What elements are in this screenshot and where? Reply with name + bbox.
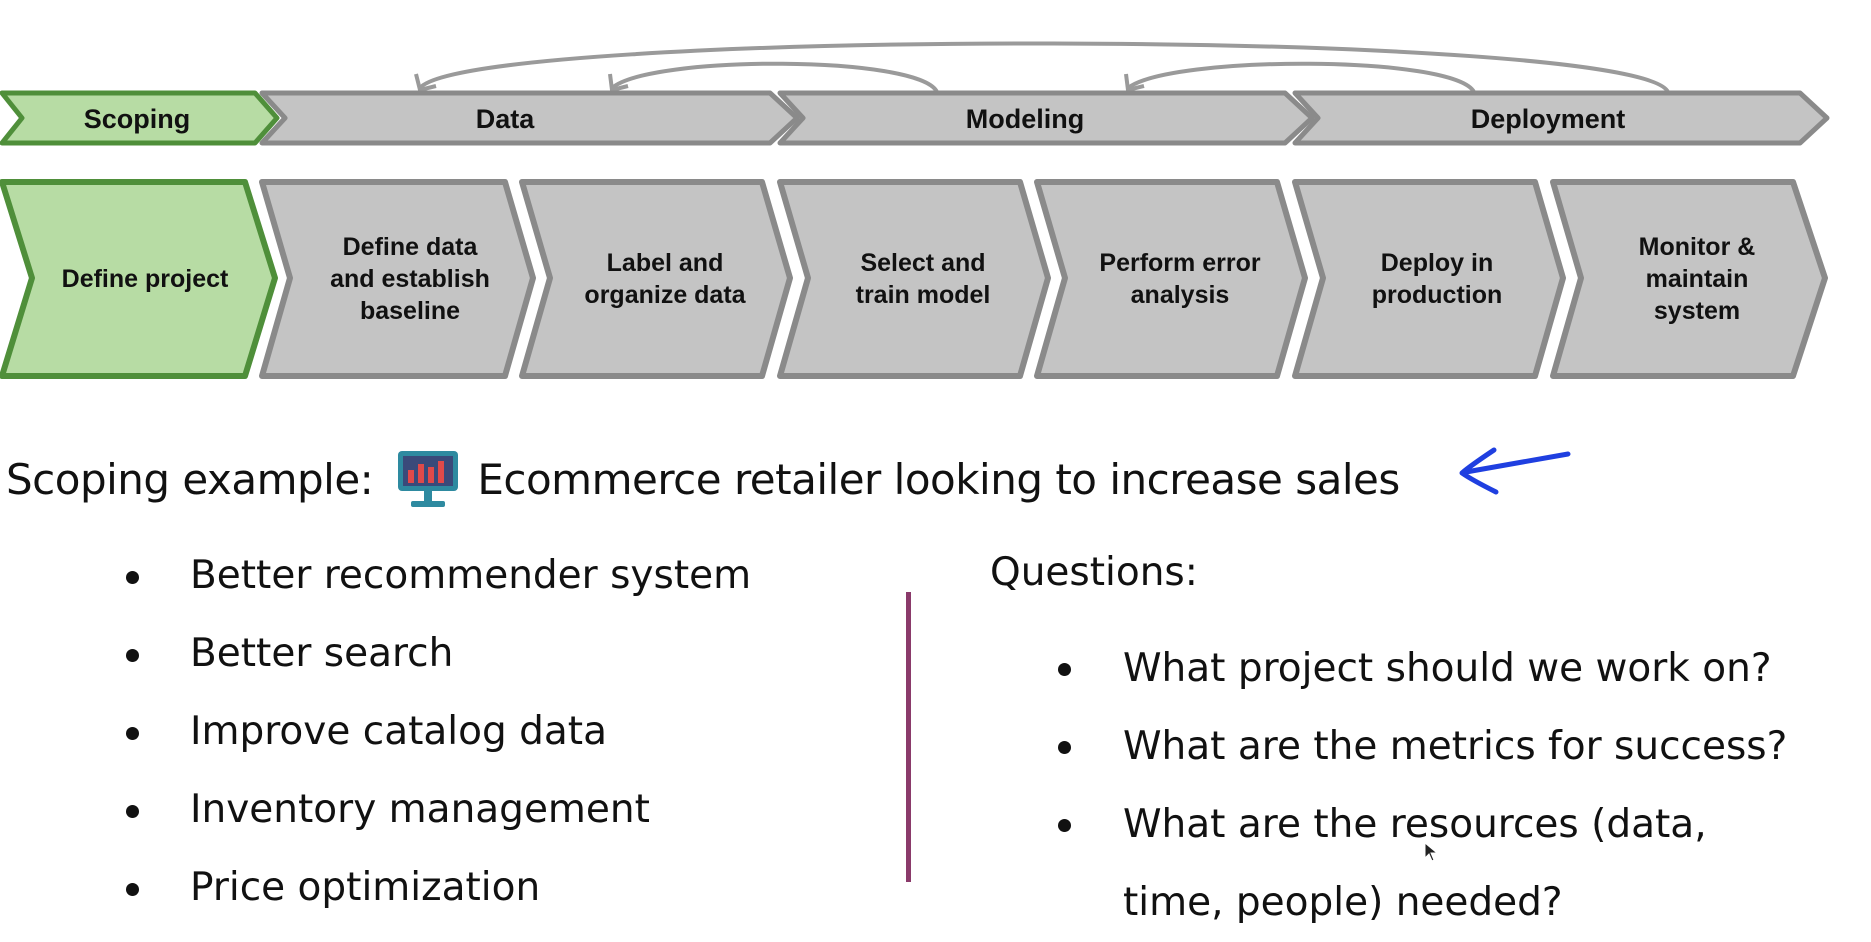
arrowhead-data-2 [608, 73, 629, 93]
phase-scoping-shape [0, 90, 280, 146]
step-label-line: baseline [360, 297, 460, 325]
questions-list: What project should we work on? What are… [1056, 630, 1816, 942]
phase-data-label: Data [476, 104, 536, 134]
list-item: Better search [120, 626, 751, 704]
list-item: Inventory management [120, 782, 751, 860]
vertical-divider [906, 592, 911, 882]
step-label-line: and establish [330, 265, 490, 293]
step-define-project-shape [0, 179, 278, 379]
arrowhead-modeling [1124, 73, 1145, 93]
phase-modeling-shape [777, 90, 1315, 146]
step-define-data-label: Define data and establish baseline [330, 233, 490, 325]
handwritten-arrow-icon [1459, 447, 1571, 495]
scoping-example: Scoping example: Ecommerce retailer look… [6, 444, 1400, 514]
step-label-line: Perform error [1099, 249, 1260, 277]
step-define-data-shape [259, 179, 536, 379]
questions-title: Questions: [990, 550, 1198, 595]
mouse-cursor-icon [1424, 842, 1438, 862]
step-label-data-shape [519, 179, 793, 379]
step-row: Define project Define data and establish b… [0, 179, 1828, 379]
phase-row: Scoping Data Modeling Deployment [0, 90, 1830, 146]
step-error-analysis-shape [1034, 179, 1308, 379]
step-monitor-shape [1550, 179, 1828, 379]
step-label-line: train model [856, 281, 991, 309]
step-label-line: Monitor & [1639, 233, 1756, 261]
list-item: What project should we work on? [1056, 630, 1816, 708]
list-item: What are the metrics for success? [1056, 708, 1816, 786]
list-item: What are the resources (data, time, peop… [1056, 786, 1816, 942]
phase-data-shape [259, 90, 800, 146]
project-ideas-list: Better recommender system Better search … [120, 548, 751, 938]
list-item: Improve catalog data [120, 704, 751, 782]
step-deploy-shape [1292, 179, 1566, 379]
phase-deployment-label: Deployment [1471, 104, 1626, 134]
arrowhead-data-1 [414, 73, 437, 93]
step-monitor-label: Monitor & maintain system [1639, 233, 1756, 325]
step-label-line: production [1372, 281, 1503, 309]
step-label-line: Deploy in [1381, 249, 1494, 277]
step-label-line: maintain [1646, 265, 1749, 293]
phase-deployment-shape [1292, 90, 1830, 146]
step-label-line: analysis [1131, 281, 1230, 309]
loop-arrow-deployment-to-modeling [1126, 61, 1476, 94]
phase-modeling-label: Modeling [966, 104, 1084, 134]
step-label-line: Define project [62, 265, 229, 293]
scoping-example-text: Ecommerce retailer looking to increase s… [477, 454, 1400, 504]
loop-arrow-modeling-to-data [610, 61, 939, 94]
ml-lifecycle-diagram: Scoping Data Modeling Deployment Define … [0, 41, 1830, 379]
step-train-model-shape [777, 179, 1051, 379]
step-label-line: Select and [860, 249, 985, 277]
list-item: Better recommender system [120, 548, 751, 626]
list-item: Price optimization [120, 860, 751, 938]
phase-scoping-label: Scoping [84, 104, 191, 134]
scoping-example-label: Scoping example: [6, 454, 374, 504]
step-error-analysis-label: Perform error analysis [1099, 249, 1260, 309]
step-label-line: Define data [343, 233, 479, 261]
feedback-loop-arrows [414, 41, 1670, 94]
loop-arrow-deployment-to-data [418, 41, 1670, 94]
step-define-project-label: Define project [62, 265, 229, 293]
step-label-line: organize data [584, 281, 746, 309]
step-deploy-label: Deploy in production [1372, 249, 1503, 309]
step-label-data-label: Label and organize data [584, 249, 746, 309]
step-train-model-label: Select and train model [856, 249, 991, 309]
computer-monitor-icon [398, 451, 459, 507]
step-label-line: Label and [607, 249, 724, 277]
step-label-line: system [1654, 297, 1740, 325]
